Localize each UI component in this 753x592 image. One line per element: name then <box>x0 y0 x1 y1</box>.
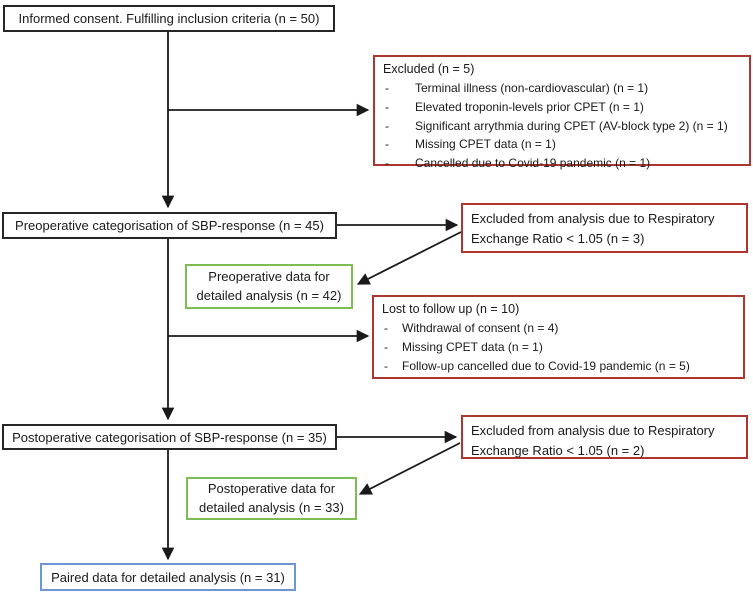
postop-categorisation-label: Postoperative categorisation of SBP-resp… <box>12 429 327 445</box>
postop-data-label: Postoperative data for detailed analysis… <box>199 481 344 515</box>
excluded-rer-preop-box: Excluded from analysis due to Respirator… <box>461 203 748 253</box>
paired-data-box: Paired data for detailed analysis (n = 3… <box>40 563 296 591</box>
list-item: - Cancelled due to Covid-19 pandemic (n … <box>383 154 743 173</box>
excluded-initial-item: Elevated troponin-levels prior CPET (n =… <box>415 99 644 114</box>
preop-categorisation-box: Preoperative categorisation of SBP-respo… <box>2 212 337 239</box>
bullet-dash: - <box>384 321 388 336</box>
list-item: - Follow-up cancelled due to Covid-19 pa… <box>382 357 737 376</box>
excluded-rer-postop-label: Excluded from analysis due to Respirator… <box>471 423 715 458</box>
lost-followup-title: Lost to follow up (n = 10) <box>382 302 520 316</box>
postop-data-box: Postoperative data for detailed analysis… <box>186 477 357 520</box>
list-item: - Withdrawal of consent (n = 4) <box>382 319 737 338</box>
excluded-initial-item: Terminal illness (non-cardiovascular) (n… <box>415 81 649 96</box>
informed-consent-label: Informed consent. Fulfilling inclusion c… <box>18 11 320 26</box>
lost-followup-item: Missing CPET data (n = 1) <box>402 339 543 354</box>
bullet-dash: - <box>385 155 389 170</box>
list-item: - Significant arrythmia during CPET (AV-… <box>383 117 743 136</box>
excluded-rer-postop-box: Excluded from analysis due to Respirator… <box>461 415 748 459</box>
informed-consent-box: Informed consent. Fulfilling inclusion c… <box>3 5 335 32</box>
excluded-initial-item: Significant arrythmia during CPET (AV-bl… <box>415 118 728 133</box>
list-item: - Missing CPET data (n = 1) <box>382 338 737 357</box>
bullet-dash: - <box>385 99 389 114</box>
preop-data-label: Preoperative data for detailed analysis … <box>196 269 342 303</box>
excluded-initial-item: Cancelled due to Covid-19 pandemic (n = … <box>415 155 651 170</box>
preop-categorisation-label: Preoperative categorisation of SBP-respo… <box>15 218 324 233</box>
lost-followup-item: Follow-up cancelled due to Covid-19 pand… <box>402 358 690 373</box>
bullet-dash: - <box>384 339 388 354</box>
bullet-dash: - <box>385 81 389 96</box>
preop-data-box: Preoperative data for detailed analysis … <box>185 264 353 309</box>
list-item: - Elevated troponin-levels prior CPET (n… <box>383 98 743 117</box>
postop-categorisation-box: Postoperative categorisation of SBP-resp… <box>2 424 337 450</box>
lost-followup-box: Lost to follow up (n = 10) - Withdrawal … <box>372 295 745 379</box>
excluded-rer-preop-label: Excluded from analysis due to Respirator… <box>471 211 715 246</box>
paired-data-label: Paired data for detailed analysis (n = 3… <box>51 569 285 585</box>
bullet-dash: - <box>385 137 389 152</box>
bullet-dash: - <box>384 358 388 373</box>
list-item: - Terminal illness (non-cardiovascular) … <box>383 79 743 98</box>
list-item: - Missing CPET data (n = 1) <box>383 135 743 154</box>
bullet-dash: - <box>385 118 389 133</box>
excluded-initial-item: Missing CPET data (n = 1) <box>415 137 556 152</box>
lost-followup-item: Withdrawal of consent (n = 4) <box>402 321 559 336</box>
excluded-initial-title: Excluded (n = 5) <box>383 62 475 76</box>
excluded-initial-box: Excluded (n = 5) - Terminal illness (non… <box>373 55 751 170</box>
